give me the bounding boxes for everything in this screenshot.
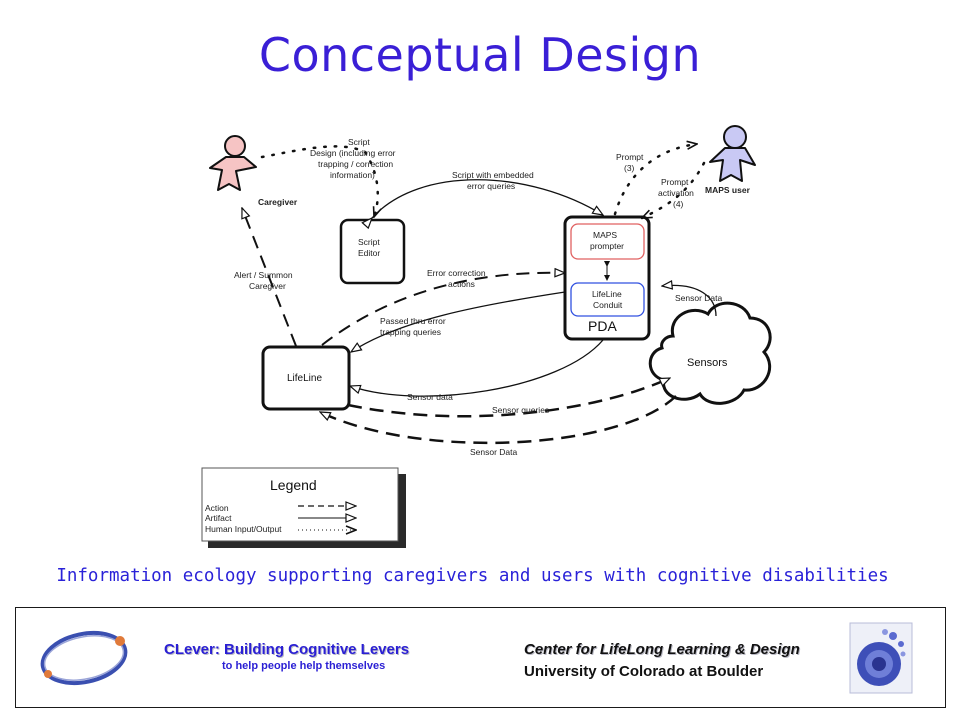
sensor-data-top-text: Sensor Data (675, 293, 723, 303)
lifeline-label: LifeLine (287, 373, 322, 384)
sensors-cloud: Sensors (648, 301, 772, 405)
clever-tagline: to help people help themselves (222, 660, 386, 672)
page-title: Conceptual Design (258, 28, 702, 82)
clever-title: CLever: Building Cognitive Levers (164, 641, 410, 658)
svg-text:Prompt: Prompt (661, 177, 689, 187)
script-editor-box: Script Editor (339, 218, 406, 285)
sensor-data-top-arrow (662, 285, 717, 317)
legend: Legend Action Artifact Human Input/Outpu… (201, 467, 406, 548)
sensor-data-bottom-arrow (320, 395, 677, 445)
script-embedded-arrow (372, 179, 603, 218)
sensor-data-mid-arrow (350, 339, 604, 397)
maps-user-label: MAPS user (705, 185, 751, 195)
legend-item-action: Action (205, 503, 229, 513)
university-name: University of Colorado at Boulder (524, 663, 764, 680)
lifeline-conduit-line1: LifeLine (592, 289, 622, 299)
svg-text:activation: activation (658, 188, 694, 198)
passed-thru-text: Passed thru error trapping queries (380, 316, 446, 337)
prompt-activation-arrow (642, 161, 706, 220)
sensor-data-mid-text: Sensor data (407, 392, 453, 402)
svg-text:Prompt: Prompt (616, 152, 644, 162)
script-editor-label-line2: Editor (358, 248, 380, 258)
footer-bar: CLever: Building Cognitive Levers to hel… (15, 607, 946, 708)
alert-arrow (241, 208, 297, 347)
lifeline-conduit-box (570, 282, 645, 317)
svg-text:Error correction: Error correction (427, 268, 486, 278)
svg-text:Passed thru error: Passed thru error (380, 316, 446, 326)
svg-text:(3): (3) (624, 163, 635, 173)
sensor-data-bottom-text: Sensor Data (470, 447, 518, 457)
svg-text:error queries: error queries (467, 181, 515, 191)
prompt-activation-text: Prompt activation (4) (658, 177, 694, 209)
error-correction-text: Error correction actions (427, 268, 486, 289)
legend-item-human-io: Human Input/Output (205, 524, 282, 534)
sensors-label: Sensors (687, 357, 728, 369)
svg-text:Design (including error: Design (including error (310, 148, 396, 158)
svg-text:Alert / Summon: Alert / Summon (234, 270, 293, 280)
maps-prompter-line2: prompter (590, 241, 624, 251)
caregiver-figure: Caregiver (209, 135, 298, 207)
script-design-text: Script Design (including error trapping … (310, 137, 396, 180)
prompt-arrow (613, 144, 697, 216)
script-editor-label-line1: Script (358, 237, 380, 247)
svg-text:actions: actions (448, 279, 475, 289)
l3d-logo (849, 622, 913, 694)
svg-text:information): information) (330, 170, 375, 180)
maps-prompter-box (570, 223, 645, 260)
error-correction-arrow (321, 273, 565, 346)
pda-box: MAPS prompter LifeLine Conduit PDA (563, 215, 651, 341)
svg-text:Caregiver: Caregiver (249, 281, 286, 291)
svg-text:trapping queries: trapping queries (380, 327, 441, 337)
center-name: Center for LifeLong Learning & Design (524, 641, 800, 658)
diagram-caption: Information ecology supporting caregiver… (56, 566, 889, 586)
legend-title: Legend (270, 477, 317, 493)
lifeline-box: LifeLine (261, 345, 351, 411)
svg-text:Script: Script (348, 137, 370, 147)
script-embedded-text: Script with embedded error queries (452, 170, 534, 191)
script-design-arrow (260, 145, 378, 217)
prompt-text: Prompt (3) (616, 152, 644, 173)
maps-prompter-line1: MAPS (593, 230, 617, 240)
maps-user-figure: MAPS user (705, 125, 756, 195)
svg-text:(4): (4) (673, 199, 684, 209)
lifeline-conduit-line2: Conduit (593, 300, 623, 310)
caregiver-label: Caregiver (258, 197, 298, 207)
clever-logo (40, 630, 128, 686)
svg-text:trapping / correction: trapping / correction (318, 159, 393, 169)
pda-label: PDA (588, 318, 617, 334)
sensor-queries-text: Sensor queries (492, 405, 549, 415)
alert-text: Alert / Summon Caregiver (234, 270, 293, 291)
legend-item-artifact: Artifact (205, 513, 232, 523)
passed-thru-arrow (351, 291, 566, 352)
svg-text:Script with embedded: Script with embedded (452, 170, 534, 180)
sensor-queries-arrow (347, 376, 670, 418)
